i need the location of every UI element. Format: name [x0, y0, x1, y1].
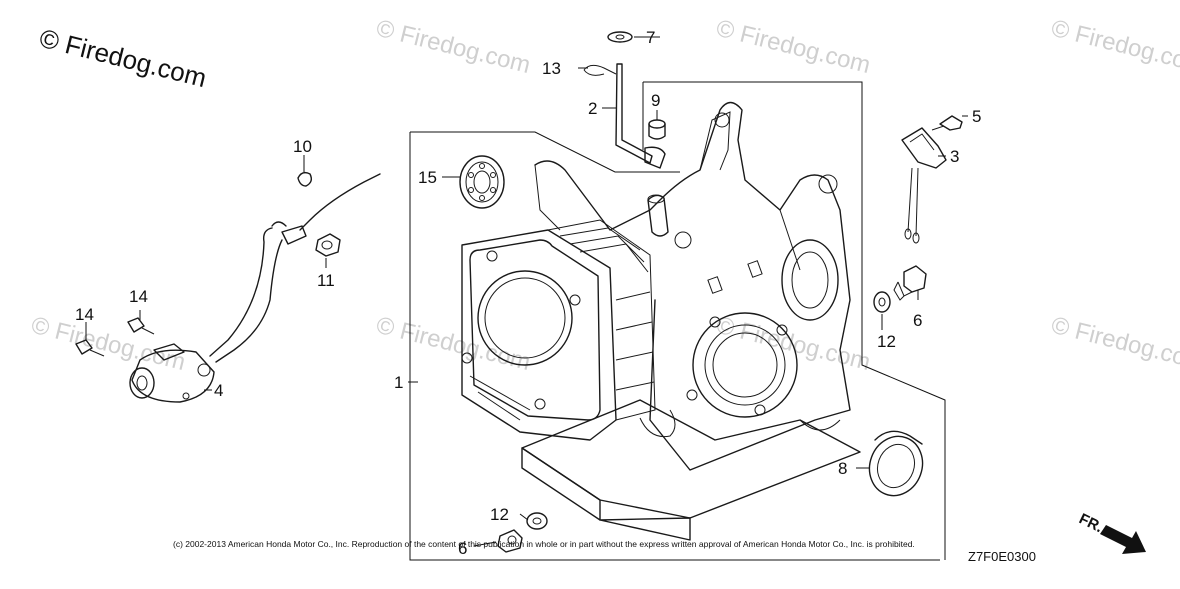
watermark-text: © Firedog.com — [1049, 312, 1180, 376]
nut-part-11 — [315, 233, 341, 257]
assembly-outline — [409, 81, 946, 561]
callout-2: 2 — [588, 99, 597, 118]
screw-part-14 — [75, 317, 155, 357]
watermark-main: © Firedog.com — [37, 23, 210, 93]
callout-13: 13 — [542, 59, 561, 78]
watermark-text: © Firedog.com — [29, 312, 189, 376]
callout-12-right: 12 — [877, 332, 896, 351]
drain-bolt-bottom — [497, 512, 548, 553]
bearing-part-15 — [459, 155, 505, 209]
callout-11: 11 — [317, 271, 335, 290]
watermark-text: © Firedog.com — [714, 312, 874, 376]
oil-seal-part-8 — [868, 430, 924, 497]
callout-6-bottom: 6 — [458, 539, 467, 558]
callout-labels: 1 2 3 4 5 6 6 7 8 9 10 11 12 12 13 14 14… — [75, 28, 981, 558]
breather-rod-part-2 — [583, 31, 666, 169]
callout-7: 7 — [646, 28, 655, 47]
cable-assembly-part-4 — [129, 173, 381, 403]
front-arrow-icon: FR. — [1076, 510, 1146, 554]
callout-5: 5 — [972, 107, 981, 126]
callout-14-top: 14 — [129, 287, 148, 306]
drain-bolt-right — [873, 265, 927, 313]
callout-10: 10 — [293, 137, 312, 156]
copyright-notice: (c) 2002-2013 American Honda Motor Co., … — [173, 539, 915, 549]
leader-lines — [85, 36, 968, 547]
callout-15: 15 — [418, 168, 437, 187]
callout-9: 9 — [651, 91, 660, 110]
watermark-text: © Firedog.com — [374, 15, 534, 79]
watermark-text: © Firedog.com — [374, 312, 534, 376]
callout-12-bottom: 12 — [490, 505, 509, 524]
clip-part-10 — [297, 171, 313, 187]
watermark-text: © Firedog.com — [714, 15, 874, 79]
watermark-layer: © Firedog.com © Firedog.com © Firedog.co… — [29, 15, 1180, 376]
watermark-text: © Firedog.com — [1049, 15, 1180, 79]
callout-3: 3 — [950, 147, 959, 166]
oil-sensor-part-3 — [901, 115, 963, 244]
front-label: FR. — [1076, 510, 1105, 536]
callout-4: 4 — [214, 381, 223, 400]
callout-14-left: 14 — [75, 305, 94, 324]
callout-1: 1 — [394, 373, 403, 392]
callout-6-right: 6 — [913, 311, 922, 330]
callout-8: 8 — [838, 459, 847, 478]
diagram-code: Z7F0E0300 — [968, 549, 1036, 564]
crankcase-part-1 — [461, 101, 861, 541]
